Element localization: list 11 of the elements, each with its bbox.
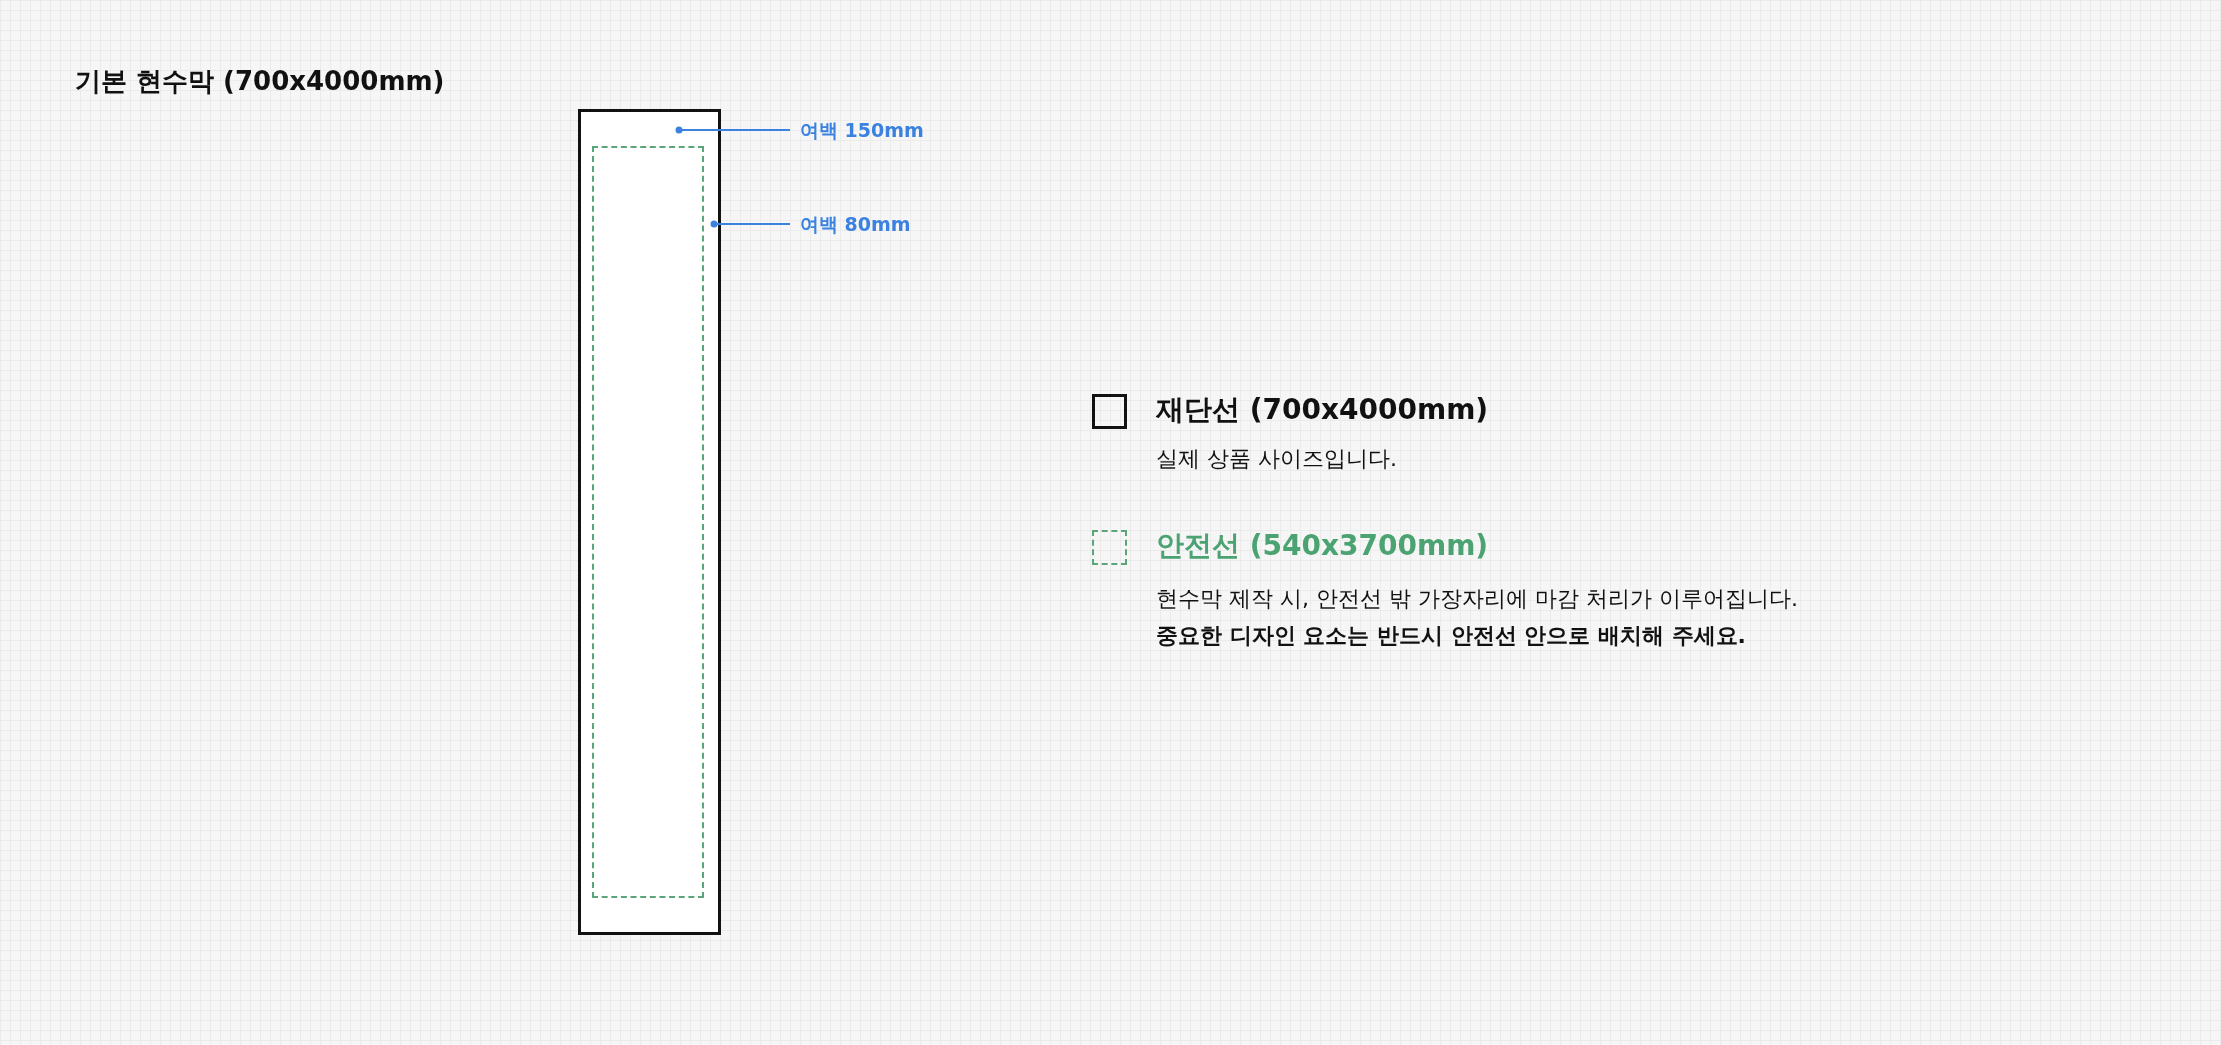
leader-line: [675, 126, 791, 134]
legend-text: 재단선 (700x4000mm): [1156, 392, 1489, 428]
legend-text: 안전선 (540x3700mm): [1156, 528, 1489, 564]
safety-line-rectangle: [592, 146, 704, 898]
leader-line: [710, 220, 791, 228]
margin-label: 여백 80mm: [800, 210, 920, 238]
cut-line-rectangle: [578, 109, 721, 935]
title: 기본 현수막 (700x4000mm): [75, 65, 445, 98]
description-text: 중요한 디자인 요소는 반드시 안전선 안으로 배치해 주세요.: [1156, 622, 1746, 650]
description-text: 현수막 제작 시, 안전선 밖 가장자리에 마감 처리가 이루어집니다.: [1156, 585, 1798, 613]
description-text: 실제 상품 사이즈입니다.: [1156, 445, 1397, 473]
